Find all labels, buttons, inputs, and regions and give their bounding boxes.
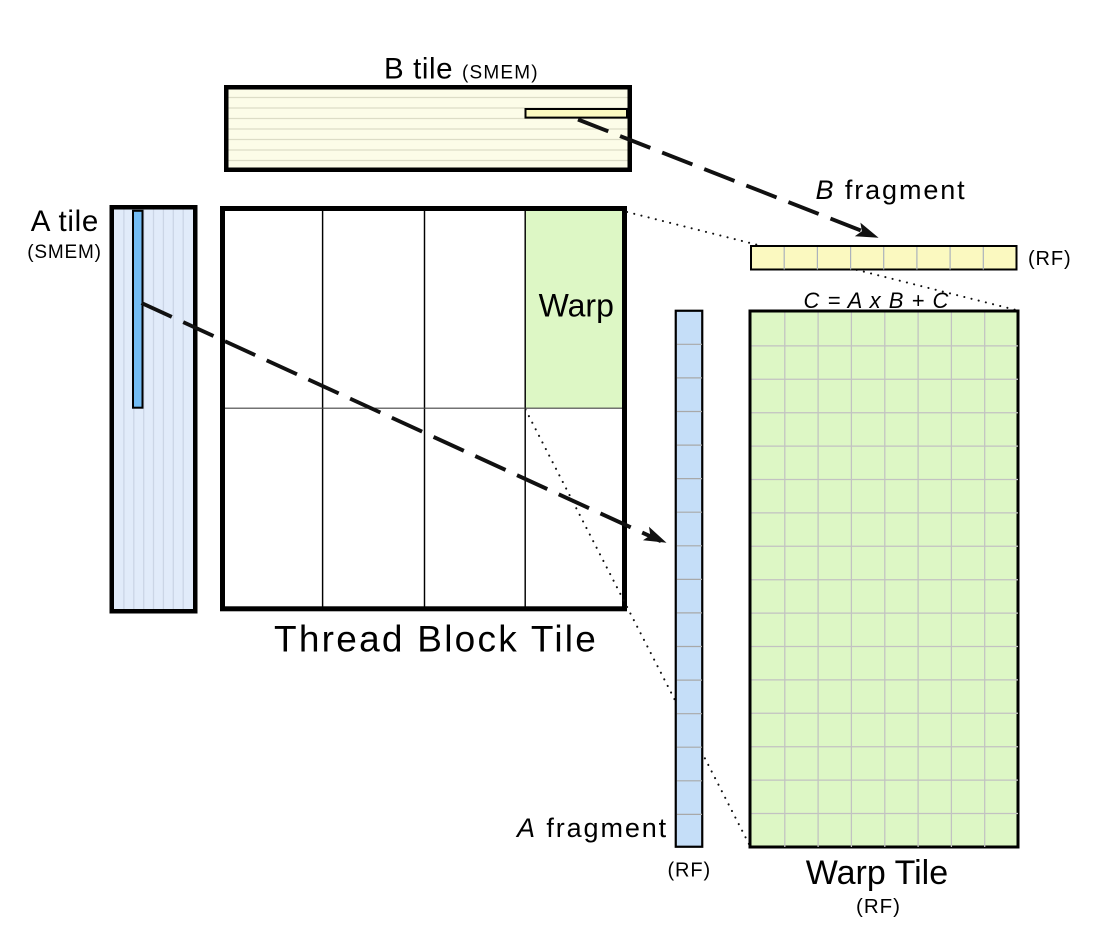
svg-text:Warp: Warp bbox=[539, 287, 614, 323]
svg-text:C = A x B + C: C = A x B + C bbox=[804, 288, 950, 313]
svg-text:A fragment: A fragment bbox=[515, 813, 668, 843]
svg-text:(RF): (RF) bbox=[1028, 248, 1072, 270]
svg-text:Warp Tile: Warp Tile bbox=[806, 854, 948, 892]
svg-text:A tile: A tile bbox=[31, 205, 99, 238]
svg-text:B fragment: B fragment bbox=[816, 175, 967, 205]
svg-text:(RF): (RF) bbox=[668, 859, 712, 881]
svg-text:(RF): (RF) bbox=[856, 895, 901, 918]
svg-text:(SMEM): (SMEM) bbox=[27, 242, 101, 263]
svg-text:Thread Block Tile: Thread Block Tile bbox=[274, 619, 598, 660]
